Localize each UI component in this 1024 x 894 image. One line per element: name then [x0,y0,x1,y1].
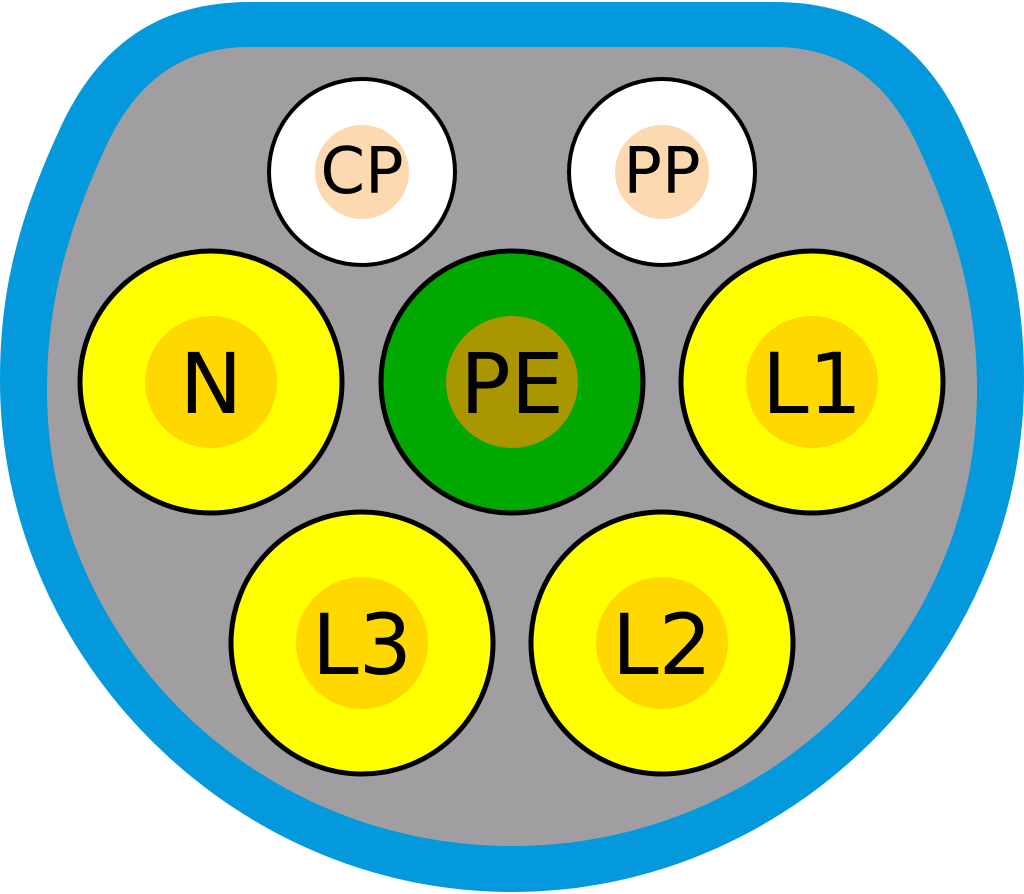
pin-l2-label: L2 [612,596,712,694]
pin-l2: L2 [528,509,796,777]
pin-pp-label: PP [623,135,700,209]
pin-pp: PP [567,77,757,267]
pin-l3: L3 [228,509,496,777]
pin-cp: CP [267,77,457,267]
pin-n: N [77,248,345,516]
pin-l1-label: L1 [762,335,862,433]
pin-l1: L1 [678,248,946,516]
pin-n-label: N [180,335,243,433]
pin-cp-label: CP [320,135,403,209]
pin-l3-label: L3 [312,596,412,694]
pin-pe: PE [378,248,646,516]
pin-pe-label: PE [460,335,564,433]
